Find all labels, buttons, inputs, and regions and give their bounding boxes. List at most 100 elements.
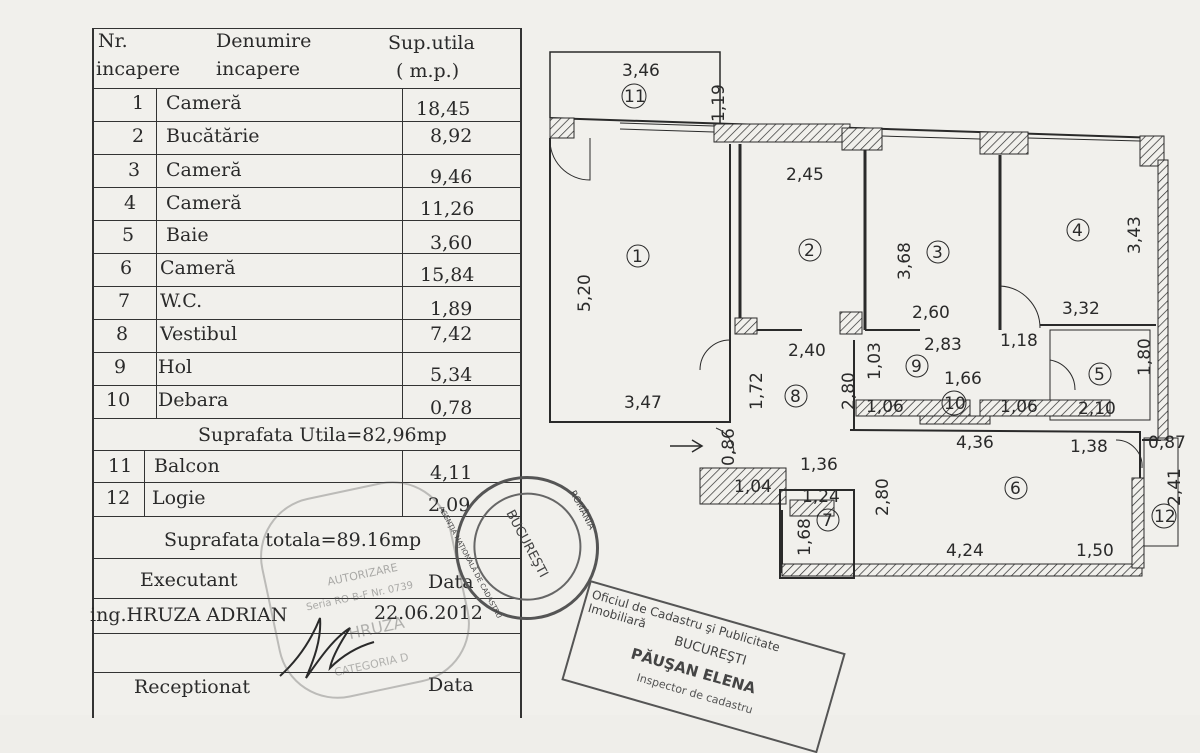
table-rule [94, 187, 520, 188]
row-nr: 6 [120, 257, 133, 279]
dimension-label: 1,72 [747, 372, 767, 410]
table-rule [94, 516, 520, 517]
wall-segment [1157, 159, 1169, 441]
row-nr: 7 [118, 290, 131, 312]
dimension-label: 3,68 [895, 242, 915, 280]
stamp-text: HRUZA [346, 612, 406, 644]
room-7-walls [779, 489, 855, 579]
table-rule [94, 154, 520, 155]
date-label-2: Data [428, 674, 474, 696]
dimension-label: 2,83 [924, 335, 962, 355]
table-rule [94, 28, 520, 29]
table-rule [94, 88, 520, 89]
room-number: 7 [822, 511, 833, 531]
row-nr: 1 [132, 92, 145, 114]
stamp-text: Seria RO-B-F Nr. 0739 [305, 580, 415, 614]
row-area: 9,46 [430, 166, 473, 188]
table-rule [94, 482, 520, 483]
room-marker: 3 [926, 240, 950, 264]
dimension-label: 0,87 [1148, 433, 1186, 453]
row-nr: 9 [114, 356, 127, 378]
row-name: Hol [158, 356, 193, 378]
table-rule [94, 672, 520, 673]
dimension-label: 1,06 [866, 397, 904, 417]
row-area: 7,42 [430, 323, 473, 345]
row-area: 11,26 [420, 198, 475, 220]
door-arc [1115, 439, 1143, 469]
table-rule [94, 121, 520, 122]
dimension-label: 4,24 [946, 541, 984, 561]
room-marker: 11 [621, 83, 647, 109]
row-area: 4,11 [430, 462, 473, 484]
dimension-label: 1,36 [800, 455, 838, 475]
dimension-label: 2,80 [873, 478, 893, 516]
wall-segment [855, 399, 971, 417]
signature-mark [279, 617, 375, 679]
row-area: 3,60 [430, 232, 473, 254]
window [1027, 137, 1141, 142]
row-name: Debara [158, 389, 229, 411]
wall-segment [979, 131, 1029, 155]
floor-plan: 1 2 3 4 5 6 7 8 [549, 51, 1186, 579]
table-col-rule [144, 450, 145, 516]
dimension-label: 1,18 [1000, 331, 1038, 351]
row-name: Bucătărie [166, 125, 260, 147]
dimension-label: 2,10 [1078, 399, 1116, 419]
room-number: 12 [1154, 507, 1176, 527]
row-name: Cameră [166, 192, 242, 214]
row-nr: 3 [128, 159, 141, 181]
dimension-label: 1,50 [1076, 541, 1114, 561]
table-rule [94, 385, 520, 386]
dimension-label: 3,43 [1125, 216, 1145, 254]
table-rule [94, 450, 520, 451]
dimension-label: 5,20 [575, 274, 595, 312]
dimension-label: 0,86 [719, 428, 739, 466]
room-number: 4 [1072, 221, 1083, 241]
table-rule [94, 558, 520, 559]
room-5-walls [1049, 329, 1151, 421]
room-number: 9 [911, 357, 922, 377]
row-nr: 10 [106, 389, 131, 411]
header-area: Sup.utila [388, 32, 475, 54]
room-number: 1 [632, 247, 643, 267]
dimension-label: 4,36 [956, 433, 994, 453]
door-arc [715, 427, 735, 455]
row-nr: 12 [106, 487, 131, 509]
window [619, 128, 715, 133]
dimension-label: 2,40 [788, 341, 826, 361]
room-number: 5 [1094, 365, 1105, 385]
room-marker: 4 [1066, 218, 1090, 242]
table-rule [94, 598, 520, 599]
row-name: Logie [152, 487, 206, 509]
dimension-label: 3,47 [624, 393, 662, 413]
door-arc [999, 285, 1041, 329]
dimension-label: 2,41 [1165, 468, 1185, 506]
row-area: 8,92 [430, 125, 473, 147]
row-area: 0,78 [430, 397, 473, 419]
row-area: 18,45 [416, 98, 471, 120]
table-col-rule [402, 450, 403, 516]
inspector-stamp: Oficiul de Cadastru şi Publicitate Imobi… [561, 580, 846, 753]
row-nr: 2 [132, 125, 145, 147]
room-marker: 7 [816, 508, 840, 532]
wall-segment [839, 311, 863, 335]
row-name: Cameră [160, 257, 236, 279]
room-marker: 10 [941, 390, 967, 416]
room-number: 10 [944, 394, 966, 414]
dimension-label: 1,80 [1135, 338, 1155, 376]
wall-segment [979, 399, 1111, 417]
dimension-label: 3,46 [622, 61, 660, 81]
row-nr: 11 [108, 455, 133, 477]
room-marker: 2 [798, 238, 822, 262]
wall-segment [919, 415, 991, 425]
dimension-label: 1,06 [1000, 397, 1038, 417]
room-number: 11 [624, 87, 646, 107]
entrance-arrow [691, 439, 704, 453]
total-area: Suprafata totala=89.16mp [164, 529, 422, 551]
executant-label: Executant [140, 569, 238, 591]
door-arc [1049, 359, 1076, 391]
room-marker: 8 [784, 384, 808, 408]
header-nr: Nr. [98, 30, 128, 52]
room-marker: 1 [626, 244, 650, 268]
door-arc [549, 137, 591, 181]
